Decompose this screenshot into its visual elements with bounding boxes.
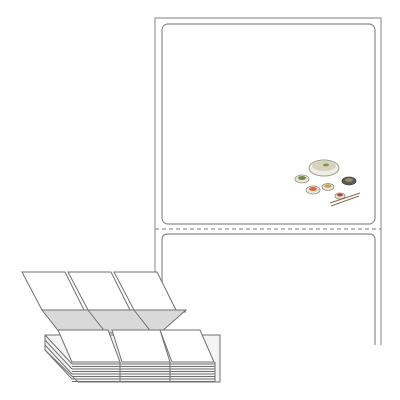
liner-sheet-outline — [154, 17, 382, 345]
fanfold-label-stack-icon — [21, 271, 221, 383]
label-bottom — [161, 233, 376, 345]
korean-meal-dishes-photo — [294, 159, 361, 207]
